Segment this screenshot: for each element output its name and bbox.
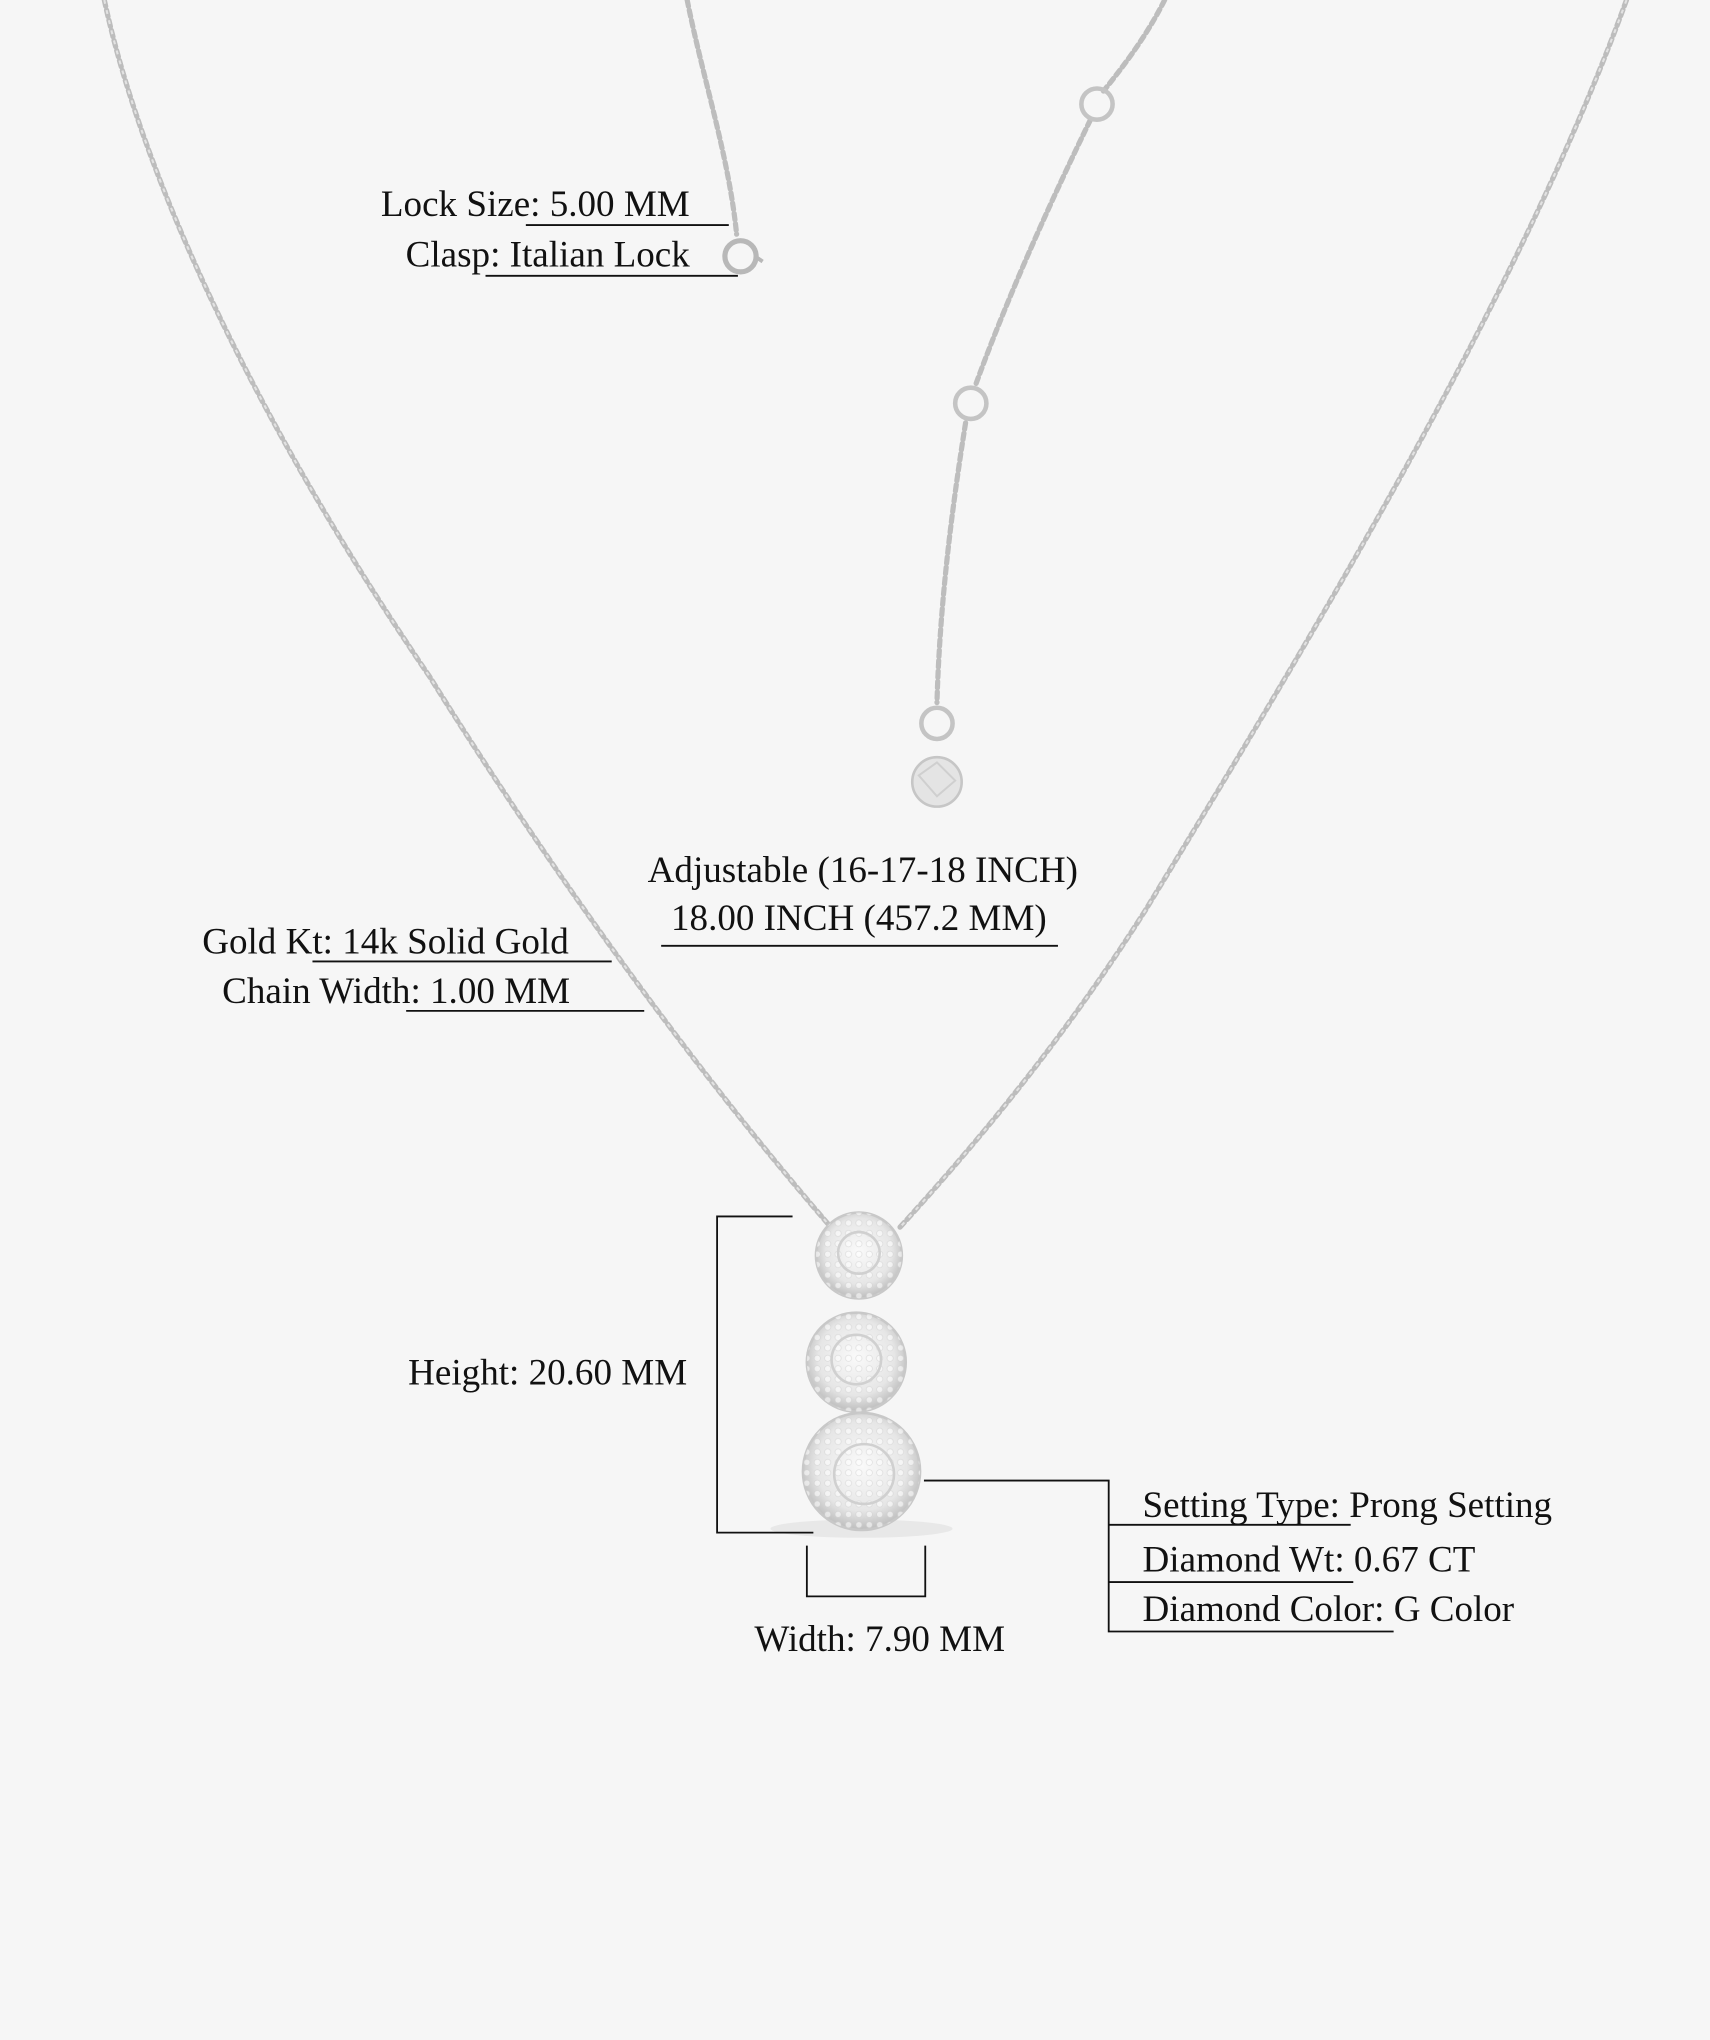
- lock-size-spec: Lock Size: 5.00 MM: [381, 184, 690, 225]
- width-spec: Width: 7.90 MM: [754, 1619, 1005, 1660]
- length-value: 18.00 INCH (457.2 MM): [671, 898, 1047, 939]
- height-spec: Height: 20.60 MM: [408, 1352, 687, 1393]
- pendant: [770, 1211, 953, 1538]
- extender-rings: [919, 86, 1115, 742]
- chain: [101, 0, 1630, 1233]
- diamond-color-spec: Diamond Color: G Color: [1143, 1589, 1515, 1630]
- chain-width-spec: Chain Width: 1.00 MM: [222, 971, 570, 1012]
- diamond-wt-spec: Diamond Wt: 0.67 CT: [1143, 1540, 1476, 1581]
- dimension-lines: [312, 224, 1394, 1633]
- length-adjustable: Adjustable (16-17-18 INCH): [648, 850, 1078, 891]
- clasp-spec: Clasp: Italian Lock: [406, 235, 691, 276]
- setting-type-spec: Setting Type: Prong Setting: [1143, 1485, 1553, 1526]
- clasp-icon: [722, 238, 764, 275]
- extender-tag-icon: [910, 755, 963, 808]
- gold-kt-spec: Gold Kt: 14k Solid Gold: [202, 922, 569, 963]
